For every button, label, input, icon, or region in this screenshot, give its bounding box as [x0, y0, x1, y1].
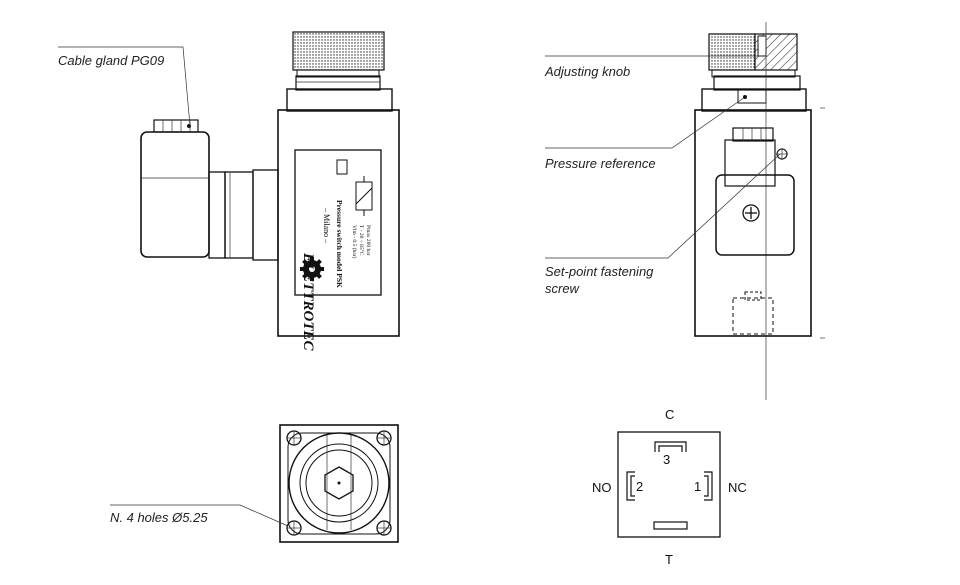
pin-label-nc: NC: [728, 480, 747, 495]
pin-1-label: 1: [694, 479, 701, 494]
cable-connector: [140, 119, 279, 261]
nameplate-spec-2: T - 20 ÷ 85°C: [358, 225, 365, 256]
label-setpoint-screw-2: screw: [545, 281, 581, 296]
mounting-hole-icon: [376, 430, 392, 446]
side-knob: [708, 33, 756, 71]
hex-port-icon: [324, 466, 354, 500]
label-adjusting-knob: Adjusting knob: [544, 64, 630, 79]
switch-symbol-icon: [355, 176, 373, 216]
side-body: [694, 109, 812, 337]
setpoint-screw-icon: [742, 204, 760, 222]
pin-label-no: NO: [592, 480, 612, 495]
front-view: ELETTROTEC – Milano – Pressure switch mo…: [58, 31, 400, 352]
pin-2-label: 2: [636, 479, 643, 494]
nameplate-city: – Milano –: [322, 207, 331, 244]
nameplate-model: Pressure switch model PSK: [335, 200, 344, 288]
connector-pinout: 3 2 1 C NO NC T: [592, 407, 747, 567]
label-cable-gland: Cable gland PG09: [58, 53, 164, 68]
pinout-square: [617, 431, 721, 538]
pin-label-c: C: [665, 407, 674, 422]
logo-gear-icon: [300, 257, 324, 281]
nameplate-spec-3: Pmax 200 bar: [365, 225, 371, 256]
nameplate: ELETTROTEC – Milano – Pressure switch mo…: [294, 149, 382, 352]
nameplate-spec-1: Vlm - 0.5 (bar): [351, 225, 358, 258]
nameplate-brand: ELETTROTEC: [300, 252, 316, 352]
mounting-hole-icon: [286, 520, 302, 536]
label-holes: N. 4 holes Ø5.25: [110, 510, 208, 525]
bottom-view: N. 4 holes Ø5.25: [110, 424, 399, 543]
mounting-hole-icon: [286, 430, 302, 446]
pin-label-t: T: [665, 552, 673, 567]
pin-3-label: 3: [663, 452, 670, 467]
side-view: Adjusting knob Pressure reference Set-po…: [544, 22, 825, 400]
label-pressure-reference: Pressure reference: [545, 156, 656, 171]
label-setpoint-screw: Set-point fastening: [545, 264, 654, 279]
base-plate: [279, 424, 399, 543]
mounting-hole-icon: [376, 520, 392, 536]
adjusting-knob: [292, 31, 385, 71]
